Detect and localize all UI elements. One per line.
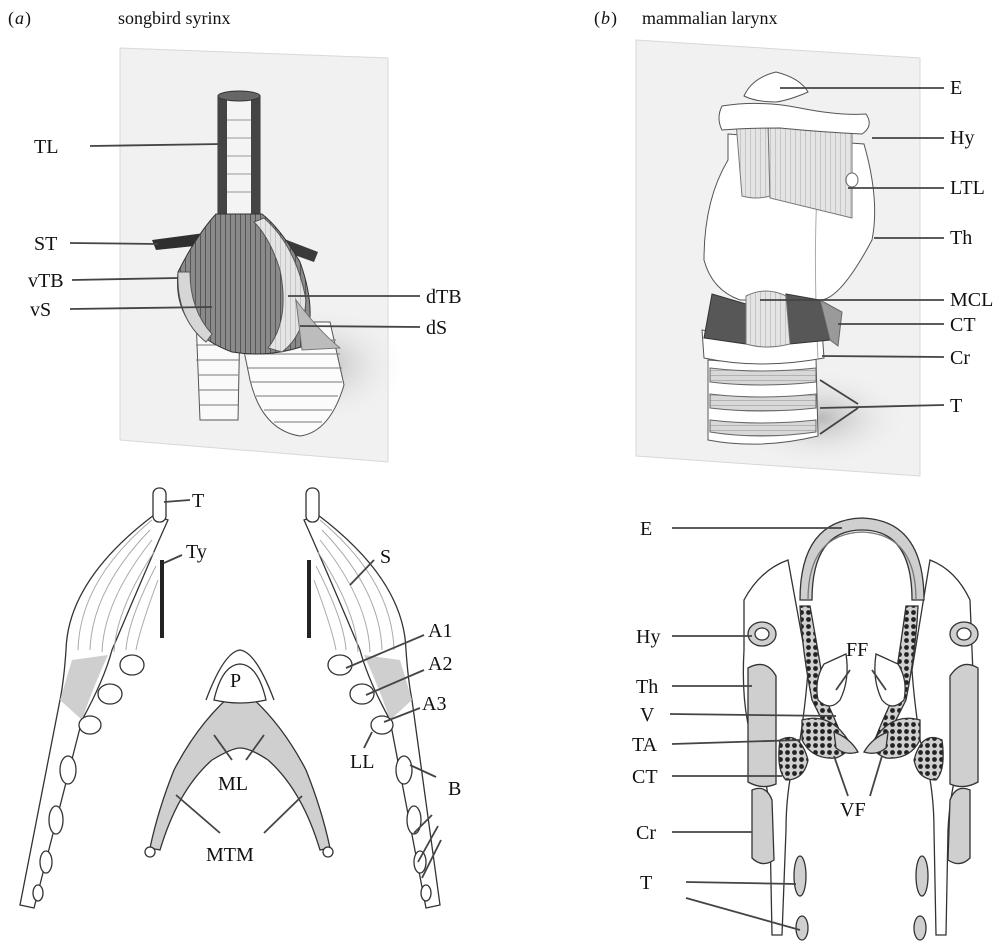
label-tl: TL: [34, 136, 58, 158]
thyrohyoid-left: [736, 120, 770, 198]
panel-b-title: mammalian larynx: [642, 8, 777, 28]
label-th-section: Th: [636, 676, 658, 698]
label-dtb: dTB: [426, 286, 462, 308]
label-e-top: E: [950, 77, 962, 99]
cricoid-left-section: [752, 788, 774, 863]
larynx-3d-illustration: [636, 40, 920, 476]
label-hy-section: Hy: [636, 626, 660, 648]
label-hy-top: Hy: [950, 127, 974, 149]
label-ml: ML: [218, 773, 248, 795]
panel-b-letter: b: [601, 8, 610, 28]
panel-a-letter-open: (: [8, 8, 14, 29]
trachea-right-muscle: [251, 96, 260, 216]
thyroid-left-section: [748, 664, 776, 786]
label-t-section: T: [640, 872, 652, 894]
label-ct-section: CT: [632, 766, 658, 788]
label-mtm: MTM: [206, 844, 254, 866]
label-vtb: vTB: [28, 270, 64, 292]
epiglottis-section: [800, 518, 924, 600]
label-mcl: MCL: [950, 289, 993, 311]
label-b: B: [448, 778, 461, 800]
label-th-top: Th: [950, 227, 972, 249]
panel-b-letter-open: (: [594, 8, 600, 29]
cricoid-right-section: [948, 788, 970, 863]
label-p: P: [230, 670, 241, 692]
label-vs: vS: [30, 299, 51, 321]
label-cr-top: Cr: [950, 347, 970, 369]
panel-b-letter-close: ): [611, 8, 617, 29]
label-ct-top: CT: [950, 314, 976, 336]
panel-a-letter-close: ): [25, 8, 31, 29]
label-a1: A1: [428, 620, 452, 642]
syrinx-3d-illustration: [120, 48, 405, 462]
medial-labium: [150, 690, 330, 850]
label-vf: VF: [840, 799, 866, 821]
label-a2: A2: [428, 653, 452, 675]
larynx-section-illustration: [743, 518, 978, 940]
label-ds: dS: [426, 317, 447, 339]
label-cr-section: Cr: [636, 822, 656, 844]
label-t-top: T: [950, 395, 962, 417]
label-ff: FF: [846, 639, 868, 661]
trachea-left-muscle: [218, 96, 227, 216]
label-s: S: [380, 546, 391, 568]
thyroid-right-section: [950, 664, 978, 786]
label-st: ST: [34, 233, 57, 255]
label-ll: LL: [350, 751, 374, 773]
label-v: V: [640, 704, 655, 726]
label-ty: Ty: [186, 541, 207, 563]
panel-a-letter: a: [15, 8, 24, 28]
label-a3: A3: [422, 693, 446, 715]
label-t-syrinx: T: [192, 490, 204, 512]
label-ta: TA: [632, 734, 658, 756]
label-ltl: LTL: [950, 177, 985, 199]
label-e-section: E: [640, 518, 652, 540]
panel-a-title: songbird syrinx: [118, 8, 231, 28]
